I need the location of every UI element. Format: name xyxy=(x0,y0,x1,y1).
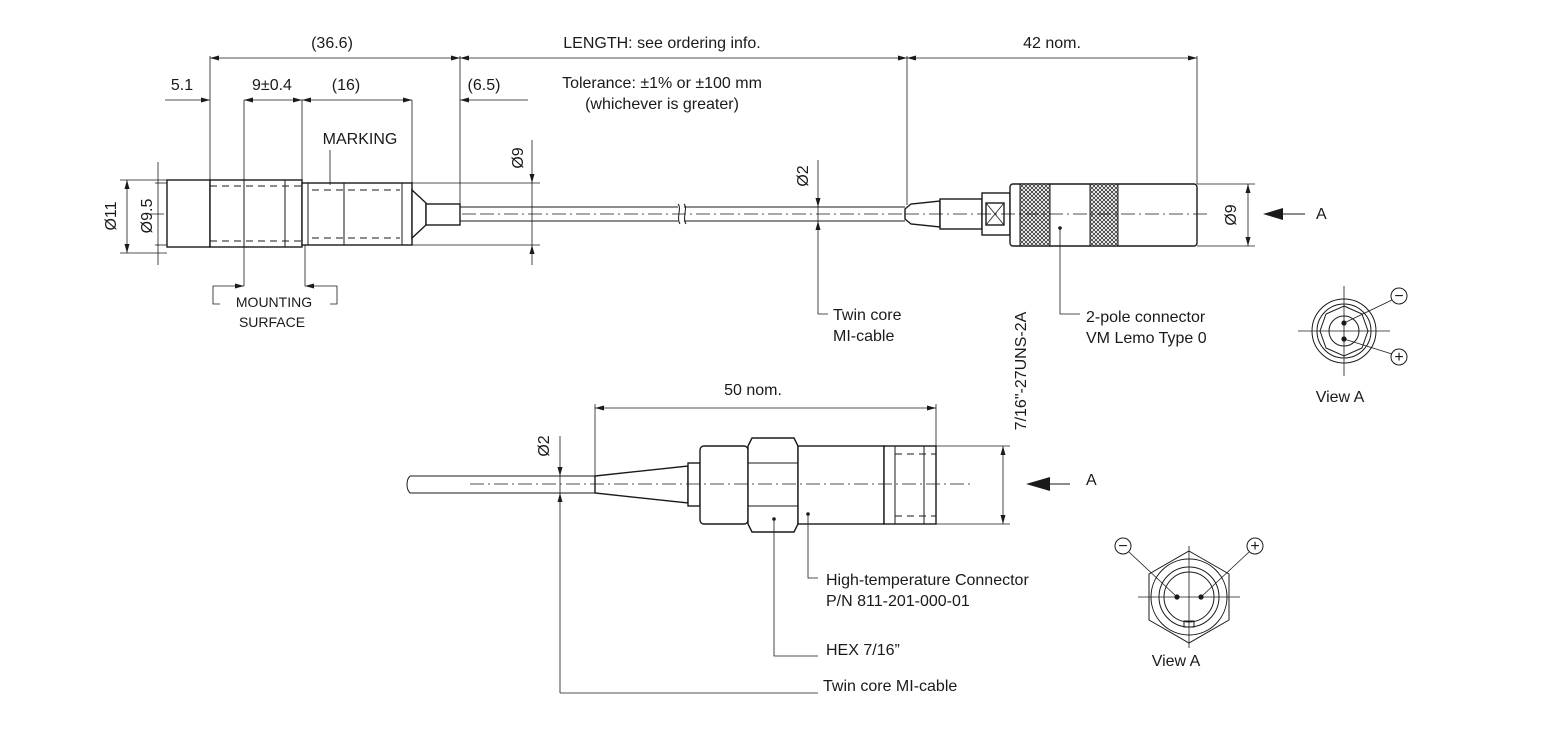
top-dimension-lines xyxy=(120,55,1305,315)
view-a-bottom-label: View A xyxy=(1152,653,1201,670)
label-ht-connector-1: High-temperature Connector xyxy=(826,572,1029,589)
lemo-connector xyxy=(904,183,1210,247)
dim-tip: 5.1 xyxy=(171,77,193,94)
view-arrow-bottom-label: A xyxy=(1086,472,1097,489)
label-hex: HEX 7/16” xyxy=(826,642,900,659)
dim-overall-probe: (36.6) xyxy=(311,35,353,52)
bottom-dimension-lines xyxy=(557,404,1070,694)
dim-length: LENGTH: see ordering info. xyxy=(563,35,760,52)
dim-dia-11: Ø11 xyxy=(103,201,120,230)
dim-thread-spec: 7/16"-27UNS-2A xyxy=(1013,311,1030,430)
dim-dia-2-top: Ø2 xyxy=(795,165,812,186)
dim-body: (16) xyxy=(332,77,360,94)
label-mounting-1: MOUNTING xyxy=(236,294,312,310)
dim-dia-9-probe: Ø9 xyxy=(510,147,527,168)
minus-sign-bottom: − xyxy=(1118,538,1127,555)
label-ht-connector-2: P/N 811-201-000-01 xyxy=(826,593,970,610)
view-a-lemo-end xyxy=(1298,286,1408,376)
tolerance-line1: Tolerance: ±1% or ±100 mm xyxy=(562,75,762,92)
view-a-top-label: View A xyxy=(1316,389,1365,406)
label-lemo-1: 2-pole connector xyxy=(1086,309,1206,326)
dim-dia-9-connector: Ø9 xyxy=(1223,204,1240,225)
tolerance-line2: (whichever is greater) xyxy=(585,96,739,113)
view-arrow-top-label: A xyxy=(1316,206,1327,223)
dim-dia-2-bottom: Ø2 xyxy=(536,435,553,456)
dim-thread: 9±0.4 xyxy=(252,77,292,94)
label-marking: MARKING xyxy=(323,131,398,148)
label-lemo-2: VM Lemo Type 0 xyxy=(1086,330,1207,347)
label-twin-core-1: Twin core xyxy=(833,307,902,324)
dim-connector-length: 42 nom. xyxy=(1023,35,1081,52)
dim-dia-9-5: Ø9.5 xyxy=(139,199,156,234)
view-a-hex-end xyxy=(1114,537,1264,648)
plus-sign-top: + xyxy=(1394,349,1403,366)
label-twin-core-bottom: Twin core MI-cable xyxy=(823,678,957,695)
label-mounting-2: SURFACE xyxy=(239,314,305,330)
minus-sign-top: − xyxy=(1394,288,1403,305)
plus-sign-bottom: + xyxy=(1250,538,1259,555)
dim-tail: (6.5) xyxy=(468,77,501,94)
ht-connector-view xyxy=(406,437,970,533)
probe-top-view xyxy=(150,179,905,248)
label-twin-core-2: MI-cable xyxy=(833,328,894,345)
dim-bottom-length: 50 nom. xyxy=(724,382,782,399)
